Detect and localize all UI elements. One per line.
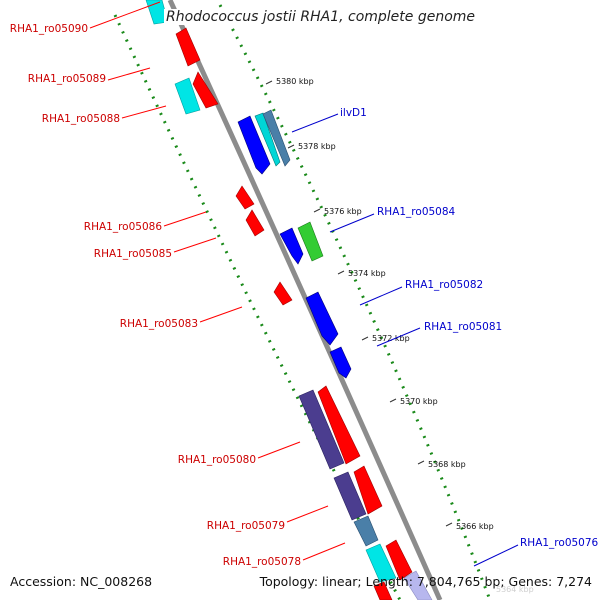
- gene-label-right: ilvD1: [340, 107, 367, 119]
- gene-reverse-ro05083[interactable]: [273, 281, 293, 306]
- gene-forward-ilvd1-a[interactable]: [237, 115, 271, 175]
- tick-label: 5366 kbp: [456, 522, 494, 531]
- gene-label-left: RHA1_ro05083: [120, 318, 198, 330]
- accession-text: Accession: NC_008268: [10, 574, 153, 589]
- tick-label: 5372 kbp: [372, 334, 410, 343]
- tick-mark: [313, 208, 321, 213]
- tick-label: 5380 kbp: [276, 77, 314, 86]
- map-title: Rhodococcus jostii RHA1, complete genome: [164, 9, 478, 25]
- tick-mark: [417, 460, 425, 465]
- gene-forward-ro05084-a[interactable]: [279, 227, 304, 265]
- label-connector: [473, 544, 519, 567]
- gene-reverse-ro05085[interactable]: [245, 209, 265, 237]
- gene-reverse-ro05078-c[interactable]: [385, 539, 413, 581]
- tick-mark: [337, 270, 345, 275]
- gene-label-left: RHA1_ro05079: [207, 520, 285, 532]
- label-connector: [376, 327, 421, 347]
- gene-reverse-ro05078-b[interactable]: [365, 543, 397, 583]
- topology-text: Topology: linear; Length: 7,804,765 bp; …: [259, 574, 592, 589]
- gene-reverse-ro05080-a[interactable]: [298, 389, 345, 470]
- gene-label-left: RHA1_ro05088: [42, 113, 120, 125]
- tick-label: 5376 kbp: [324, 207, 362, 216]
- gene-label-left: RHA1_ro05086: [84, 221, 163, 233]
- label-connector: [173, 237, 217, 253]
- gene-reverse-tail[interactable]: [373, 581, 393, 600]
- gene-forward-ilvd1-b[interactable]: [254, 112, 281, 167]
- tick-mark: [265, 80, 273, 85]
- gene-reverse-ro05078-a[interactable]: [353, 515, 379, 547]
- gene-reverse-ro05086[interactable]: [235, 185, 255, 210]
- gene-forward-ro05081[interactable]: [329, 346, 352, 379]
- gene-reverse-ro05088[interactable]: [174, 77, 201, 115]
- tick-label: 5370 kbp: [400, 397, 438, 406]
- label-connector: [199, 306, 243, 323]
- label-connector: [329, 213, 375, 233]
- gene-reverse-ro05090-b[interactable]: [175, 27, 201, 67]
- gene-label-right: RHA1_ro05082: [405, 279, 483, 291]
- gene-reverse-ro05079-a[interactable]: [333, 471, 367, 521]
- label-connector: [107, 67, 151, 81]
- gene-label-right: RHA1_ro05076: [520, 537, 599, 549]
- backbone: [167, 0, 443, 600]
- gene-reverse-ro05089[interactable]: [192, 71, 219, 109]
- tick-mark: [361, 336, 369, 341]
- tick-mark: [287, 144, 295, 149]
- tick-label-partial: 5364 kbp: [496, 585, 534, 594]
- label-connector: [291, 113, 339, 133]
- gene-forward-ro05082[interactable]: [305, 291, 339, 346]
- label-connector: [302, 542, 346, 561]
- gene-forward-ilvd1-c[interactable]: [262, 109, 291, 167]
- gene-label-left: RHA1_ro05090: [10, 23, 88, 35]
- tick-mark: [389, 398, 397, 403]
- label-connector: [89, 1, 161, 29]
- tick-label: 5378 kbp: [298, 142, 336, 151]
- gene-reverse-ro05080-b[interactable]: [317, 385, 361, 465]
- tick-mark: [445, 522, 453, 527]
- tick-label: 5374 kbp: [348, 269, 386, 278]
- gene-label-left: RHA1_ro05080: [178, 454, 256, 466]
- gene-label-left: RHA1_ro05089: [28, 73, 106, 85]
- gene-label-right: RHA1_ro05084: [377, 206, 456, 218]
- label-connector: [163, 211, 207, 227]
- gene-forward-ro05084-b[interactable]: [297, 221, 324, 262]
- label-connector: [286, 505, 329, 523]
- tick-label: 5368 kbp: [428, 460, 466, 469]
- gene-label-left: RHA1_ro05085: [94, 248, 172, 260]
- label-connector: [121, 105, 167, 119]
- gene-label-right: RHA1_ro05081: [424, 321, 502, 333]
- gene-reverse-ro05079-b[interactable]: [353, 465, 383, 515]
- label-connector: [257, 441, 301, 459]
- gene-label-left: RHA1_ro05078: [223, 556, 301, 568]
- label-connector: [359, 286, 403, 306]
- gene-forward-ro05076[interactable]: [403, 570, 433, 600]
